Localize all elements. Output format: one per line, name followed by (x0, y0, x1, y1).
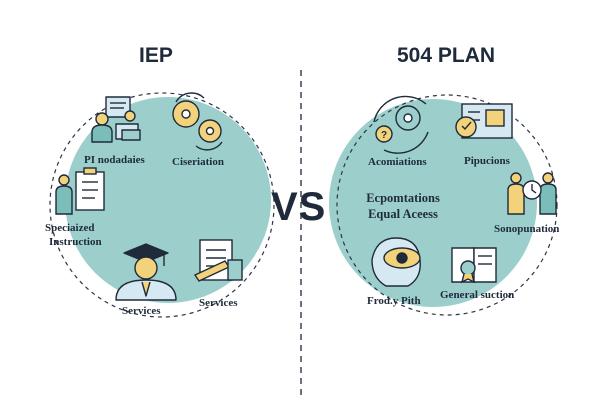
label-pi-nodadaies: PI nodadaies (84, 154, 145, 166)
label-sonopunation: Sonopunation (494, 223, 560, 235)
label-general-suction: General suction (440, 289, 515, 301)
gears-icon (172, 92, 223, 151)
center-line-1: Ecpomtations (366, 191, 440, 205)
label-instruction: Instruction (49, 236, 102, 248)
label-ciseriation: Ciseriation (172, 156, 224, 168)
label-frody-pith: Frod.y Pith (367, 295, 421, 307)
graduate-icon (115, 243, 177, 301)
label-services-2: Services (199, 297, 238, 309)
center-text: Ecpomtations Equal Aceess (348, 190, 458, 222)
iep-dashed-ring (49, 92, 275, 318)
svg-text:?: ? (381, 130, 387, 141)
gear-cycle-icon: ? (373, 95, 429, 154)
eye-face-icon (371, 237, 421, 287)
label-pipucions: Pipucions (464, 155, 510, 167)
label-services-1: Services (122, 305, 161, 317)
book-certificate-icon (451, 247, 497, 284)
center-line-2: Equal Aceess (368, 207, 438, 221)
board-chat-icon (455, 103, 513, 139)
document-pencil-icon (193, 239, 243, 282)
vs-label: VS (271, 185, 327, 229)
iep-title: IEP (139, 44, 173, 67)
label-specialized: Speciaized (45, 222, 95, 234)
plan-dashed-ring (336, 94, 558, 316)
teacher-board-icon (91, 96, 141, 143)
clipboard-person-icon (55, 167, 105, 215)
label-acomiations: Acomiations (368, 156, 427, 168)
plan-title: 504 PLAN (397, 44, 496, 67)
people-clock-icon (507, 172, 557, 215)
